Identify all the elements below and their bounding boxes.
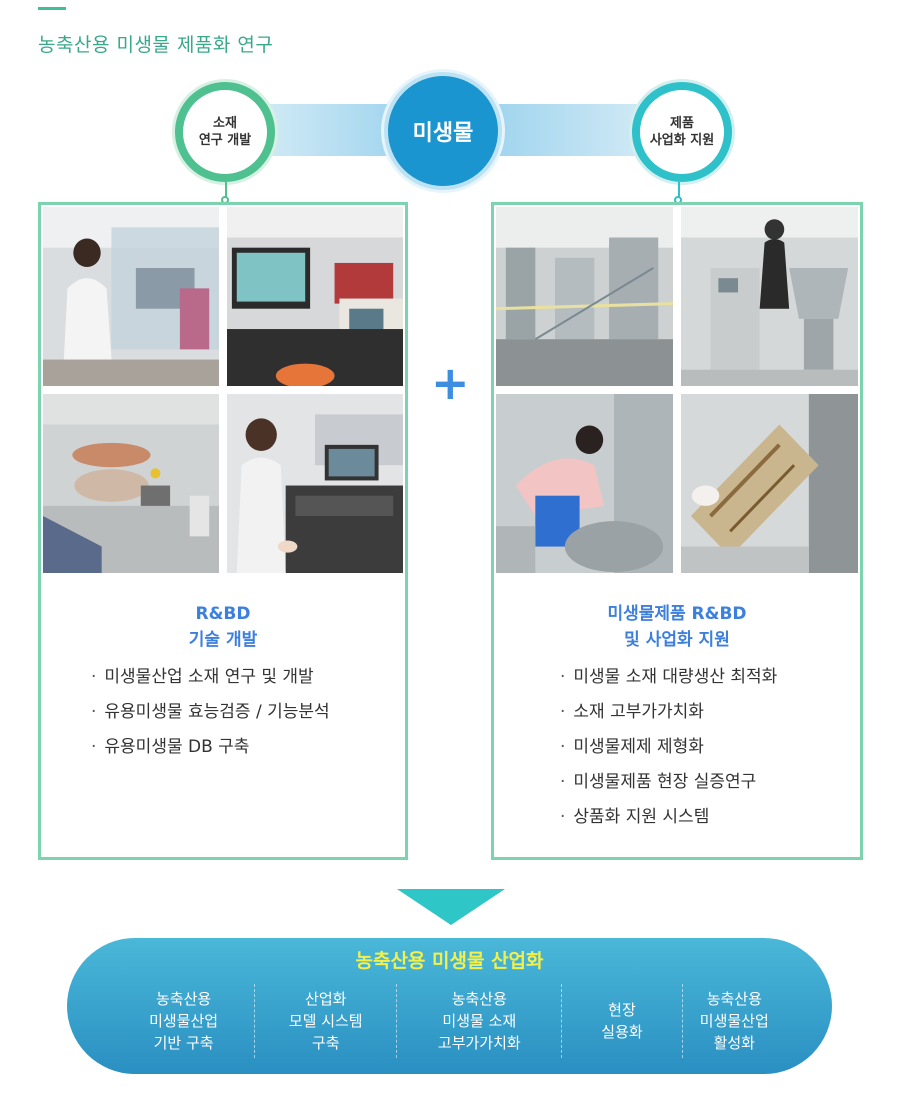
list-item: 미생물제품 현장 실증연구 — [560, 772, 777, 807]
list-item: 미생물제제 제형화 — [560, 737, 777, 772]
material-research-label: 소재 연구 개발 — [198, 116, 252, 148]
rbd-heading: R&BD 기술 개발 — [41, 601, 405, 653]
commercialization-heading-line1: 미생물제품 R&BD — [607, 604, 747, 624]
rbd-heading-line2: 기술 개발 — [188, 630, 258, 650]
list-item: 소재 고부가가치화 — [560, 702, 777, 737]
commercialization-panel: 미생물제품 R&BD 및 사업화 지원 미생물 소재 대량생산 최적화 소재 고… — [491, 202, 863, 860]
right-connector-bar — [490, 104, 640, 156]
right-stem-line — [678, 182, 680, 200]
facility-photo-centrifuge — [681, 207, 858, 386]
down-arrow-icon — [397, 889, 505, 925]
industrialization-item: 현장 실용화 — [561, 984, 681, 1058]
left-stem-line — [225, 182, 227, 200]
lab-photo-cleanbench — [43, 394, 219, 573]
microorganism-label: 미생물 — [412, 121, 474, 146]
rbd-heading-line1: R&BD — [195, 604, 251, 624]
industrialization-title: 농축산용 미생물 산업화 — [355, 950, 544, 972]
list-item: 유용미생물 DB 구축 — [91, 737, 330, 772]
list-item: 미생물 소재 대량생산 최적화 — [560, 667, 777, 702]
commercialization-heading: 미생물제품 R&BD 및 사업화 지원 — [494, 601, 860, 653]
material-research-circle: 소재 연구 개발 — [175, 82, 275, 182]
industrialization-item: 농축산용 미생물 소재 고부가가치화 — [396, 984, 561, 1058]
facility-photo-roller — [681, 394, 858, 573]
industrialization-item: 농축산용 미생물산업 활성화 — [681, 984, 786, 1058]
lab-photo-analyzer — [227, 394, 403, 573]
title-accent-line — [38, 7, 66, 10]
industrialization-banner: 농축산용 미생물 산업화 농축산용 미생물산업 기반 구축 산업화 모델 시스템… — [67, 938, 832, 1074]
plus-icon: + — [431, 356, 470, 410]
lab-photo-researcher — [43, 207, 219, 386]
commercialization-circle: 제품 사업화 지원 — [632, 82, 732, 182]
industrialization-item: 산업화 모델 시스템 구축 — [254, 984, 396, 1058]
list-item: 유용미생물 효능검증 / 기능분석 — [91, 702, 329, 737]
facility-photo-worker — [496, 394, 673, 573]
facility-photo-grid — [496, 207, 858, 573]
list-item: 상품화 지원 시스템 — [560, 807, 777, 842]
commercialization-heading-line2: 및 사업화 지원 — [624, 630, 730, 650]
commercialization-label: 제품 사업화 지원 — [649, 116, 715, 148]
commercialization-item-list: 미생물 소재 대량생산 최적화 소재 고부가가치화 미생물제제 제형화 미생물제… — [560, 667, 777, 842]
rbd-item-list: 미생물산업 소재 연구 및 개발 유용미생물 효능검증 / 기능분석 유용미생물… — [91, 667, 330, 772]
industrialization-items: 농축산용 미생물산업 기반 구축 산업화 모델 시스템 구축 농축산용 미생물 … — [113, 984, 786, 1058]
industrialization-item: 농축산용 미생물산업 기반 구축 — [149, 990, 219, 1052]
list-item: 미생물산업 소재 연구 및 개발 — [91, 667, 330, 702]
facility-photo-plant — [496, 207, 673, 386]
lab-photo-grid — [43, 207, 403, 573]
rbd-tech-panel: R&BD 기술 개발 미생물산업 소재 연구 및 개발 유용미생물 효능검증 /… — [38, 202, 408, 860]
microorganism-circle: 미생물 — [384, 72, 502, 190]
lab-photo-equipment — [227, 207, 403, 386]
page-title: 농축산용 미생물 제품화 연구 — [38, 34, 274, 56]
